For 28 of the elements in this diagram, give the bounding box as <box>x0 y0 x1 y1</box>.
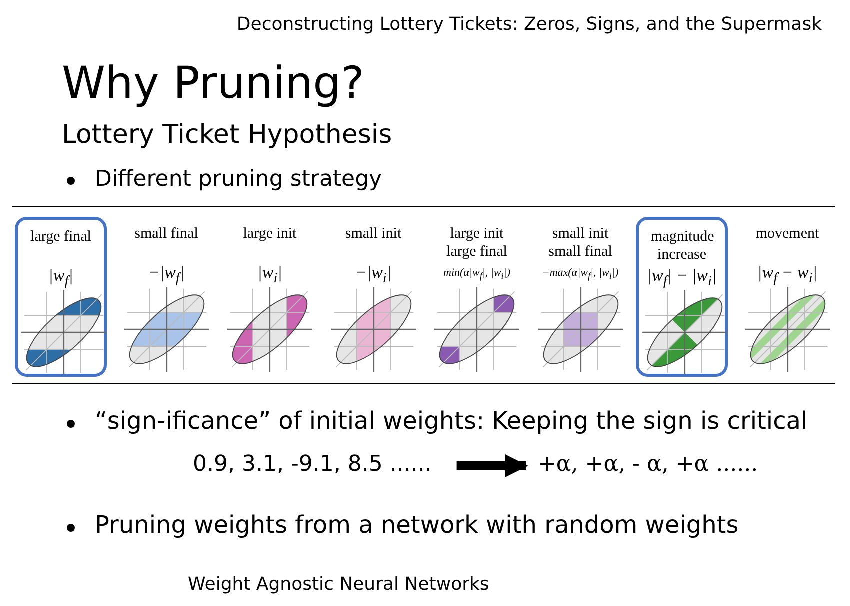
formula: −|w$_{i}$| <box>354 263 393 288</box>
bullet-text: Different pruning strategy <box>95 167 382 192</box>
formula: |w$_{f}$| − |w$_{i}$| <box>646 266 718 290</box>
column-heading: large init <box>242 225 298 243</box>
bullet-text: “sign-ificance” of initial weights: Keeping the sign is critical <box>95 407 808 435</box>
column-heading: small init small final <box>548 225 614 261</box>
formula: |w$_{f}$ − w$_{i}$| <box>756 263 818 288</box>
highlight-box <box>636 217 728 377</box>
column-heading: magnitude increase <box>651 228 713 264</box>
subtitle: Lottery Ticket Hypothesis <box>62 120 392 150</box>
number-sequence: +α, +α, - α, +α ...... <box>538 452 758 477</box>
formula: |w$_{i}$| <box>256 263 284 288</box>
number-sequence: 0.9, 3.1, -9.1, 8.5 ...... <box>193 452 432 477</box>
bullet-text: Pruning weights from a network with random weights <box>95 511 739 539</box>
column-heading: small init <box>344 225 403 243</box>
column-heading: large init large final <box>446 225 508 261</box>
formula: |w$_{f}$| <box>48 266 74 290</box>
highlight-box <box>15 217 107 377</box>
column-heading: movement <box>754 225 820 243</box>
column-heading: small final <box>134 225 200 243</box>
column-heading: large final <box>30 228 92 246</box>
slide-title: Why Pruning? <box>62 58 364 109</box>
reference-text: Weight Agnostic Neural Networks <box>188 574 490 595</box>
formula: −max(α|w$_{f}$|, |w$_{i}$|) <box>541 267 620 282</box>
formula: −|w$_{f}$| <box>147 263 186 288</box>
formula: min(α|w$_{f}$|, |w$_{i}$|) <box>442 267 512 282</box>
arrow <box>456 454 528 478</box>
reference-text: Deconstructing Lottery Tickets: Zeros, Signs, and the Supermask <box>236 14 822 35</box>
